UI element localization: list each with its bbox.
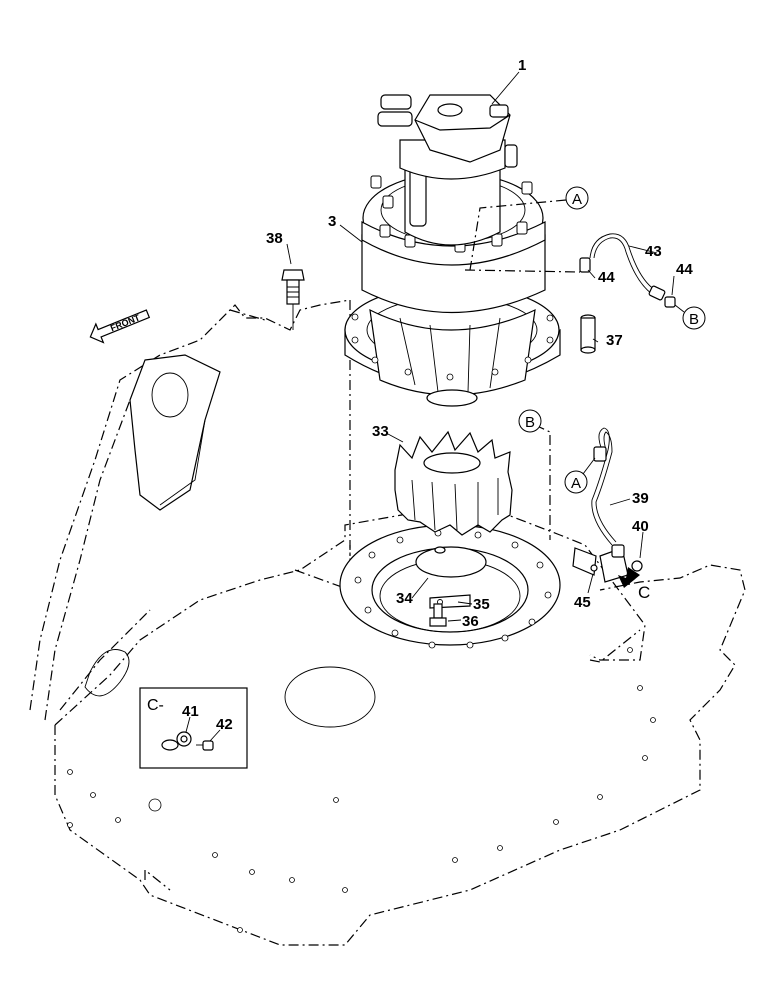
upper-frame-outline	[29, 299, 746, 946]
callout-33: 33	[372, 423, 389, 440]
callout-36: 36	[462, 613, 479, 630]
callouts: 1 3 33 34 35 36 37 38 39 40 41 42 43 44 …	[147, 57, 693, 733]
callout-38: 38	[266, 230, 283, 247]
front-label: FRONT	[109, 312, 142, 333]
callout-45: 45	[574, 594, 591, 611]
detail-label: C-	[147, 697, 164, 714]
callout-44-right: 44	[676, 261, 693, 278]
pinion-gear	[394, 430, 513, 536]
callout-42: 42	[216, 716, 233, 733]
frame-holes	[67, 647, 656, 933]
callout-39: 39	[632, 490, 649, 507]
valve-bracket-45	[572, 544, 643, 583]
callout-1: 1	[518, 57, 526, 74]
thrust-plate	[415, 546, 487, 578]
bolt-38	[281, 269, 305, 330]
hose-39	[591, 427, 617, 546]
ref-b-top: B	[689, 311, 699, 328]
ref-a-mid: A	[571, 475, 581, 492]
view-arrow-c	[618, 567, 640, 588]
leader-lines	[185, 71, 675, 742]
pin-37	[580, 314, 596, 354]
ref-a-top: A	[572, 191, 582, 208]
callout-44-left: 44	[598, 269, 615, 286]
ref-b-mid: B	[525, 414, 535, 431]
callout-37: 37	[606, 332, 623, 349]
front-arrow: FRONT	[89, 309, 151, 344]
swing-motor	[344, 94, 561, 407]
bolt-36	[429, 603, 447, 627]
callout-43: 43	[645, 243, 662, 260]
view-arrow-label: C	[638, 583, 650, 602]
detail-c-box	[139, 687, 248, 769]
ref-circles: A B B A	[518, 186, 706, 494]
callout-3: 3	[328, 213, 336, 230]
swing-bearing-ring	[339, 524, 561, 649]
callout-35: 35	[473, 596, 490, 613]
hose-43	[579, 233, 676, 308]
callout-41: 41	[182, 703, 199, 720]
callout-40: 40	[632, 518, 649, 535]
callout-34: 34	[396, 590, 413, 607]
